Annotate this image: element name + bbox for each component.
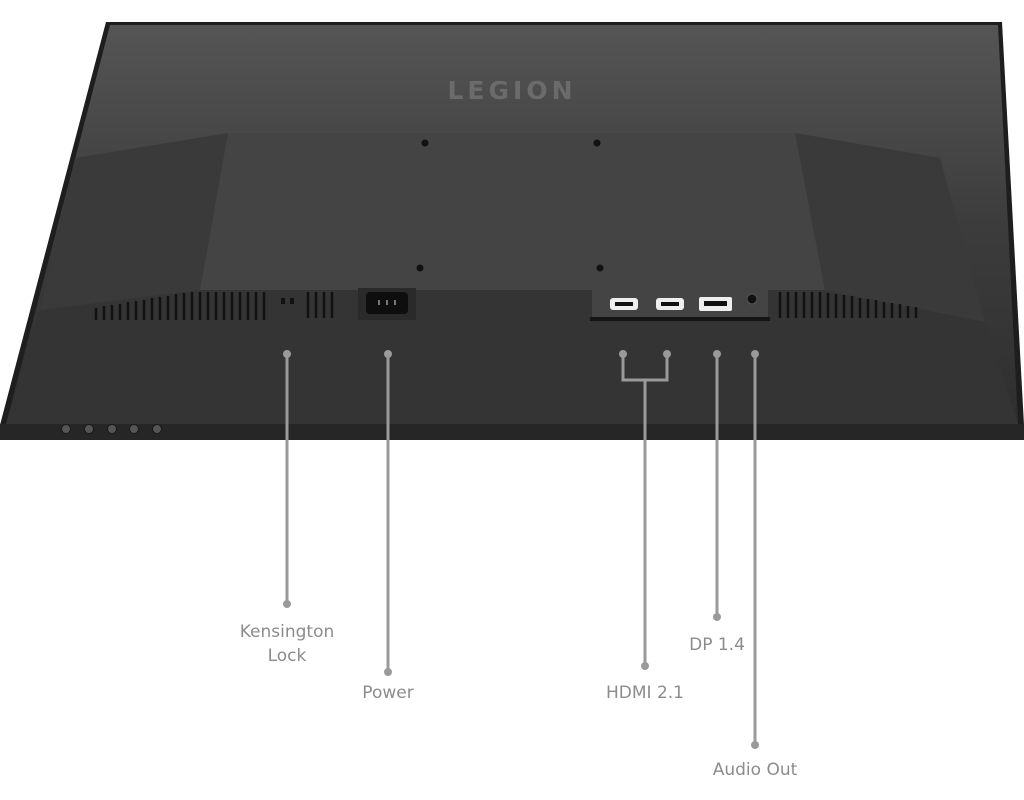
- kensington-lock-label: Kensington Lock: [240, 620, 335, 668]
- hdmi-port-1-slot: [615, 302, 633, 306]
- hdmi-port-2-slot: [661, 302, 679, 306]
- audio-out-label: Audio Out: [712, 760, 798, 780]
- vent-left: [94, 292, 334, 320]
- callout-dots: [283, 350, 759, 749]
- kensington-label-line2: Lock: [267, 646, 307, 666]
- power-pins: [378, 300, 396, 305]
- left-wing: [40, 133, 228, 310]
- kensington-slot: [281, 298, 285, 304]
- power-label: Power: [362, 683, 414, 703]
- kensington-slot-2: [290, 298, 294, 304]
- center-panel: [200, 133, 825, 290]
- io-plate-shadow: [590, 317, 770, 321]
- bottom-bezel: [0, 424, 1024, 440]
- dp-port-slot: [704, 301, 727, 306]
- right-wing: [795, 133, 985, 322]
- vesa-mount-holes: [416, 139, 604, 272]
- audio-jack: [746, 293, 758, 305]
- lower-back-panel: [6, 290, 1018, 424]
- callout-lines: [285, 354, 757, 745]
- kensington-label-line1: Kensington: [239, 622, 335, 642]
- osd-buttons: [61, 424, 162, 434]
- dp-label: DP 1.4: [689, 635, 745, 655]
- legion-logo: LEGION: [447, 76, 577, 105]
- vent-right: [778, 292, 918, 318]
- hdmi-label: HDMI 2.1: [606, 683, 684, 703]
